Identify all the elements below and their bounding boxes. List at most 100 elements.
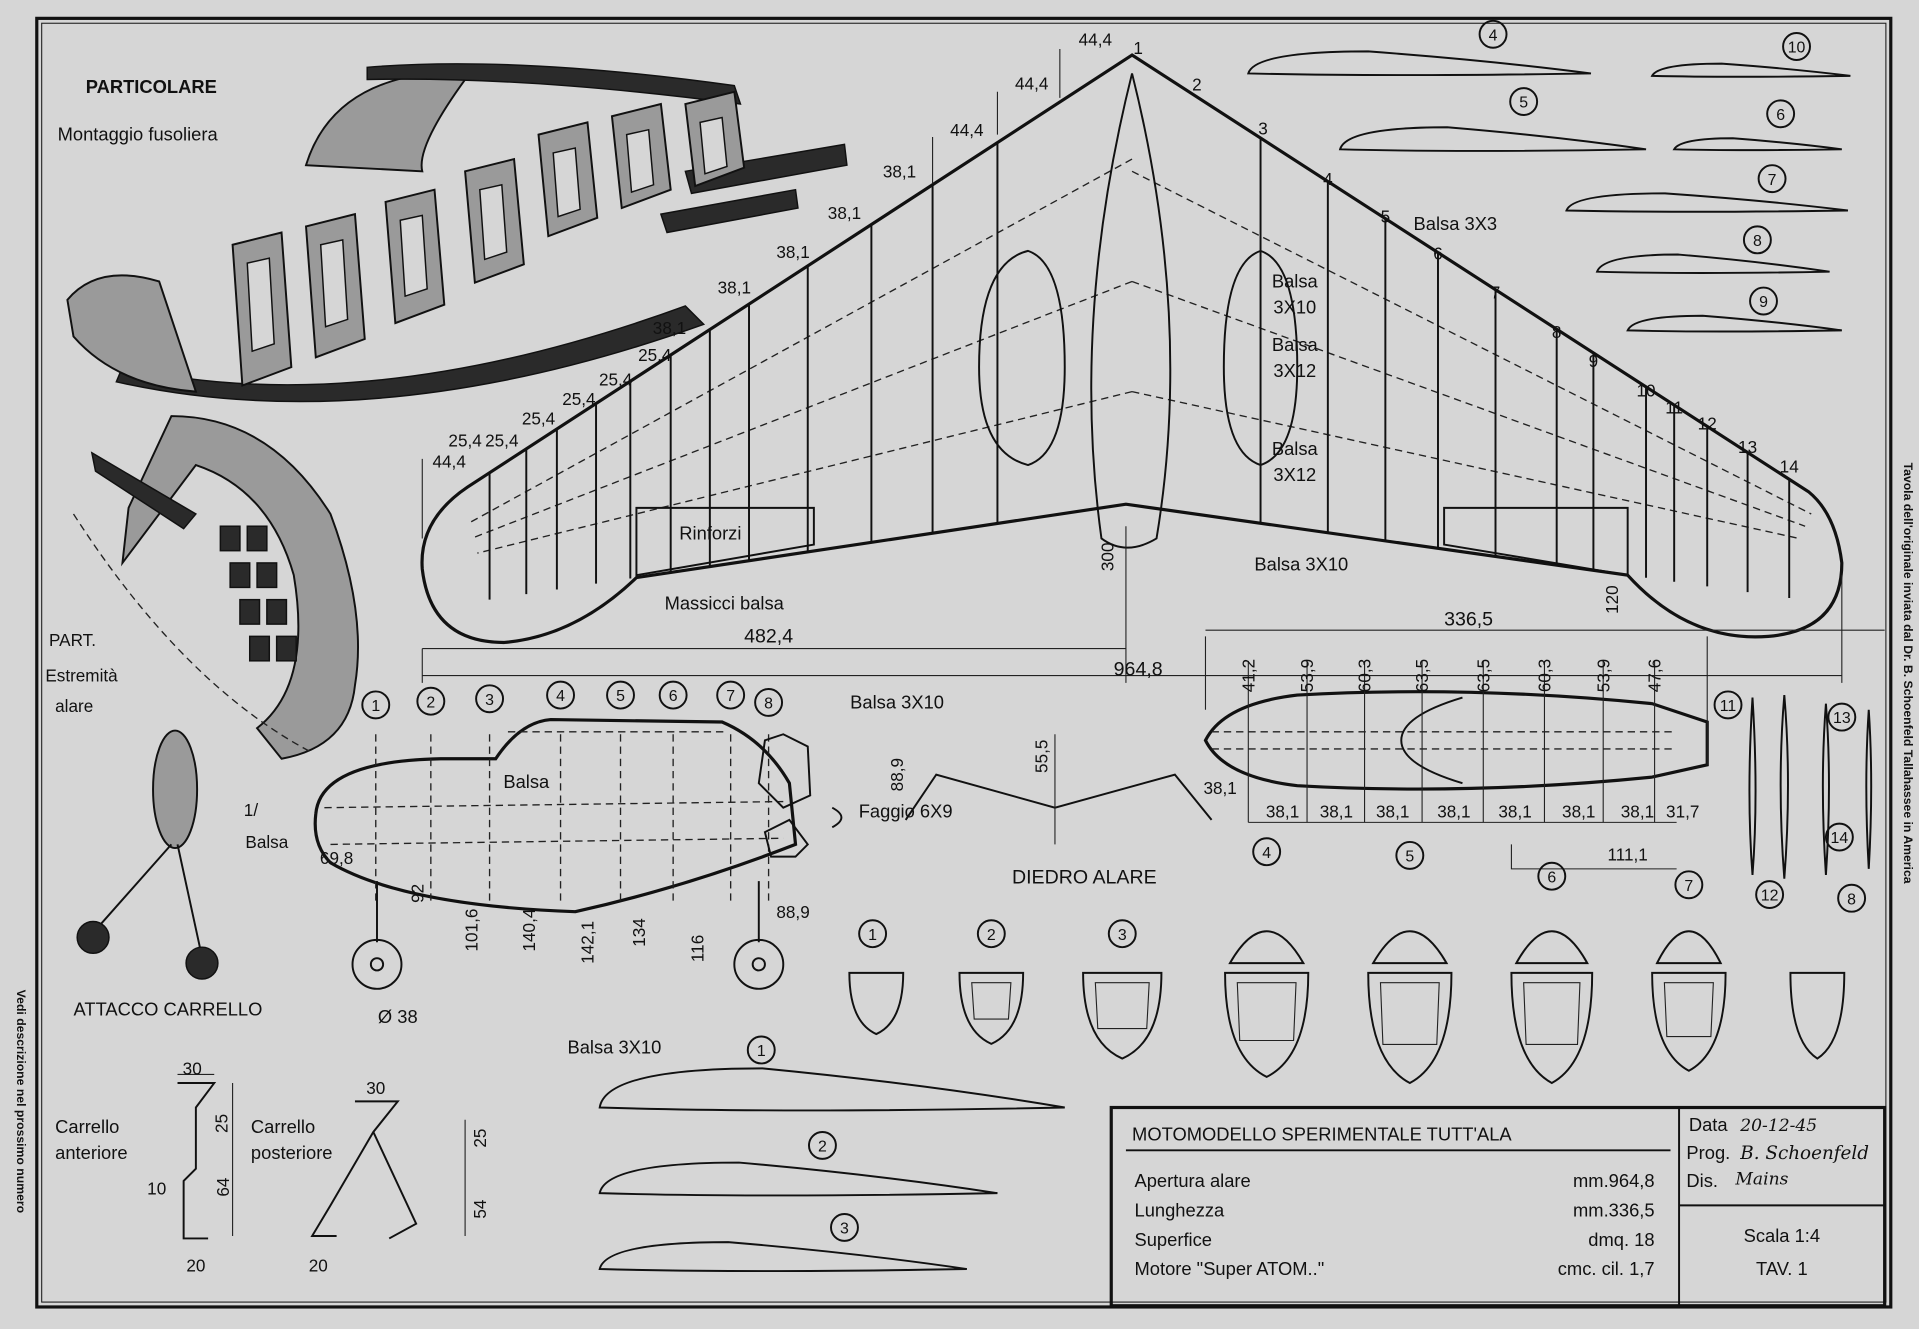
spar-label: Balsa [1272,334,1319,355]
airfoil-number: 9 [1759,294,1768,311]
former-number: 6 [669,688,678,705]
section-number: 5 [1405,849,1414,866]
former-depth-dimension: 142,1 [578,921,598,964]
wing-rib-airfoils [598,50,1851,1273]
spec-value: dmq. 18 [1588,1229,1654,1250]
station-spacing-dimension: 38,1 [1498,801,1531,821]
bottom-balsa-label: Balsa 3X10 [567,1037,661,1058]
section-number-circle [1252,837,1282,867]
airfoil-number: 7 [1768,172,1777,189]
wing-spars [467,158,1812,554]
section-number-circle [1537,861,1567,891]
section-number-circle [1107,919,1137,949]
detail-title: PARTICOLARE [86,76,217,97]
le-rib-spacing-dimension: 25,4 [522,409,556,429]
wing-tip-skin [121,415,359,760]
airfoil-number-circle [830,1212,859,1242]
rib-number: 5 [1381,207,1391,227]
cross-section-7 [1651,971,1727,1072]
tail-cap [66,274,198,393]
canopy-section-6 [1514,930,1589,965]
propeller-blades [1748,695,1873,879]
spar-size: 3X12 [1273,464,1316,485]
blade-14 [1865,709,1873,869]
nose-cap [304,72,467,173]
canopy-section-7 [1655,930,1723,965]
wing-tip-detail-drawing [72,415,359,760]
section-cutout [1663,982,1714,1038]
station-spacing-dimension: 38,1 [1437,801,1470,821]
former-depth-dimension: 116 [688,935,708,962]
gear-legs [94,843,203,958]
le-rib-spacing-dimension: 44,4 [950,120,984,140]
half-span-dimension: 482,4 [744,625,793,647]
rib-number: 12 [1698,414,1717,434]
airfoil-number-circle [1749,286,1778,316]
airfoil-number: 2 [818,1139,827,1156]
spar-label-3x3: Balsa 3X3 [1414,213,1498,234]
landing-gear-attachment-drawing [76,729,219,980]
airfoil-rib [1338,126,1647,152]
inner-border [41,22,1887,1303]
rear-wheel [185,946,219,980]
engine [757,733,812,858]
nose-balsa-label: Balsa [245,832,288,852]
wheel-hub-rear [751,957,766,972]
airfoil-number: 3 [840,1221,849,1238]
wing-tip-caption: Estremità [45,666,118,686]
le-rib-spacing-dimension: 44,4 [1015,73,1049,93]
airfoil-number-circle [746,1035,776,1065]
airfoil-rib [1247,50,1592,77]
le-rib-spacing-dimension: 25,4 [599,369,633,389]
rear-gear-wire [310,1100,418,1240]
fuselage-side-view [313,717,843,990]
airfoil-rib [1650,62,1851,78]
wheel-side-front [351,938,403,990]
airfoil-rib [598,1067,1065,1112]
rib-number: 1 [1133,38,1143,58]
nose-ply-label: 1/ [244,800,259,820]
rib-number: 6 [1433,243,1443,263]
te-spar-label: Balsa 3X10 [1254,553,1348,574]
section-cutout [1236,982,1297,1042]
rib-number: 14 [1780,456,1800,476]
side-balsa-label: Balsa 3X10 [850,692,944,713]
airfoil-number-circle [1478,19,1508,49]
date-value: 20-12-45 [1739,1116,1817,1136]
cross-section-6 [1510,971,1594,1085]
airfoil-number: 5 [1519,95,1528,112]
span-dimension-lines [421,526,1843,683]
cross-section-1 [848,971,905,1036]
tip-rib-cell [275,635,297,662]
front-wheel [76,920,110,955]
fuselage-width-dimension: 41,2 [1238,659,1258,692]
tail-dimension: 111,1 [1608,844,1648,864]
front-gear-caption-2: anteriore [55,1142,127,1163]
fuselage-length-dimension: 336,5 [1444,608,1493,630]
airfoil-number-circle [1766,99,1796,129]
front-gear-offset: 10 [147,1178,166,1198]
solid-balsa-label: Massicci balsa [665,592,785,613]
title-block [1109,1105,1887,1308]
former-number-circle [546,680,575,710]
airfoil-number-circle [1742,225,1772,255]
dihedral-dimension: 55,5 [1032,740,1052,773]
left-margin-note: Vedi descrizione nel prossimo numero [14,990,28,1213]
former-number: 5 [616,688,625,705]
left-fairing [978,249,1066,467]
airfoil-number: 4 [1489,27,1498,44]
tip-rib-cell [266,598,288,625]
fuselage-width-dimension: 63,5 [1473,659,1493,692]
le-rib-spacing-dimension: 25,4 [638,345,672,365]
airfoil-number-circle [1824,822,1854,852]
date-label: Data [1689,1114,1729,1135]
front-gear-caption: Carrello [55,1116,119,1137]
gear-dim-lines [177,1073,466,1236]
spec-value: mm.336,5 [1573,1199,1655,1220]
draftsman-label: Dis. [1686,1170,1718,1191]
fuselage-side-outline [313,717,798,914]
former-number-circle [606,680,635,710]
airfoil-number-circle [1827,702,1857,732]
airfoil-rib [598,1241,967,1273]
